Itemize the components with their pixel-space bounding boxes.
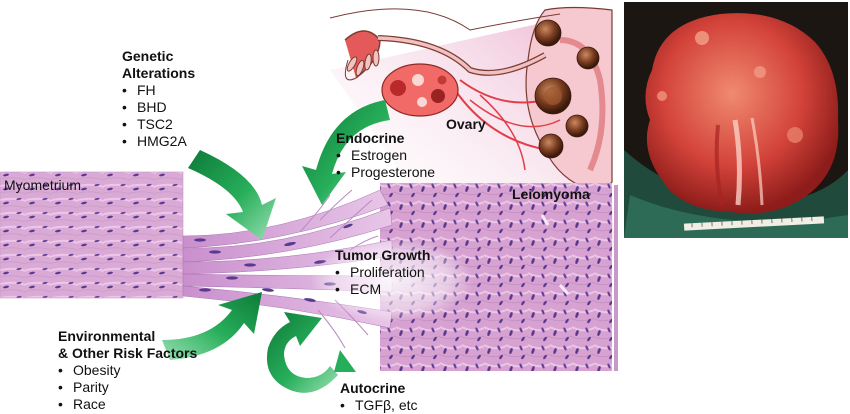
endocrine-title: Endocrine [336,130,405,146]
environmental-item: Race [58,396,197,413]
endocrine-list: Estrogen Progesterone [336,147,435,181]
smooth-muscle-cell-fan [182,189,393,349]
endocrine-item: Progesterone [336,164,435,181]
environmental-list: Obesity Parity Race [58,362,197,413]
tumor-growth-item: Proliferation [335,264,430,281]
genetic-list: FH BHD TSC2 HMG2A [122,82,195,150]
endocrine-item: Estrogen [336,147,435,164]
genetic-item: TSC2 [122,116,195,133]
tumor-growth-item: ECM [335,281,430,298]
autocrine-arrow [266,312,356,393]
leiomyoma-label: Leiomyoma [512,186,590,202]
environmental-item: Parity [58,379,197,396]
environmental-title-line2: & Other Risk Factors [58,345,198,361]
genetic-item: FH [122,82,195,99]
ovary-label: Ovary [446,116,486,132]
endocrine-arrow [302,100,390,205]
tumor-growth-label: Tumor Growth Proliferation ECM [335,247,430,298]
myometrium-tissue [0,171,184,299]
genetic-arrow [188,150,276,240]
autocrine-list: TGFβ, etc [340,397,418,414]
genetic-title-line2: Alterations [122,65,196,81]
genetic-alterations-label: Genetic Alterations FH BHD TSC2 HMG2A [122,48,195,150]
genetic-item: BHD [122,99,195,116]
environmental-label: Environmental & Other Risk Factors Obesi… [58,328,197,413]
tumor-growth-list: Proliferation ECM [335,264,430,298]
genetic-item: HMG2A [122,133,195,150]
environmental-item: Obesity [58,362,197,379]
environmental-arrow [162,292,262,360]
fibroid-photo [624,2,848,238]
myometrium-label: Myometrium [4,177,82,193]
endocrine-label: Endocrine Estrogen Progesterone [336,130,435,181]
autocrine-title: Autocrine [340,380,406,396]
environmental-title-line1: Environmental [58,328,156,344]
autocrine-item: TGFβ, etc [340,397,418,414]
autocrine-label: Autocrine TGFβ, etc [340,380,418,414]
genetic-title-line1: Genetic [122,48,174,64]
tumor-growth-title: Tumor Growth [335,247,431,263]
